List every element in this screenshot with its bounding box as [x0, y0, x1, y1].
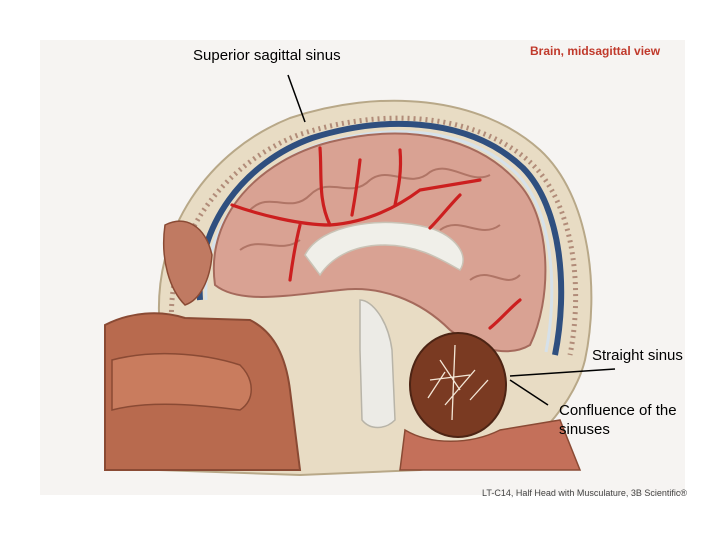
image-credit: LT-C14, Half Head with Musculature, 3B S… [482, 488, 688, 498]
label-superior-sagittal-sinus: Superior sagittal sinus [193, 47, 341, 64]
frontal-sinus [162, 220, 213, 306]
corpus-callosum [304, 221, 464, 277]
arbor-vitae [427, 344, 489, 421]
cerebellum [409, 332, 507, 438]
arteries [230, 146, 522, 330]
leader-confluence [509, 379, 549, 406]
nasal-cavity [111, 352, 252, 411]
label-straight-sinus: Straight sinus [592, 347, 683, 364]
gyri-lines [249, 167, 491, 211]
label-confluence-of-sinuses: Confluence of the sinuses [559, 402, 677, 438]
leader-straight-sinus [509, 368, 616, 377]
brainstem [359, 299, 396, 429]
neck-muscles [399, 419, 582, 471]
superior-sagittal-sinus [196, 120, 565, 356]
image-title: Brain, midsagittal view [530, 44, 661, 58]
leader-superior-sagittal [287, 74, 306, 123]
